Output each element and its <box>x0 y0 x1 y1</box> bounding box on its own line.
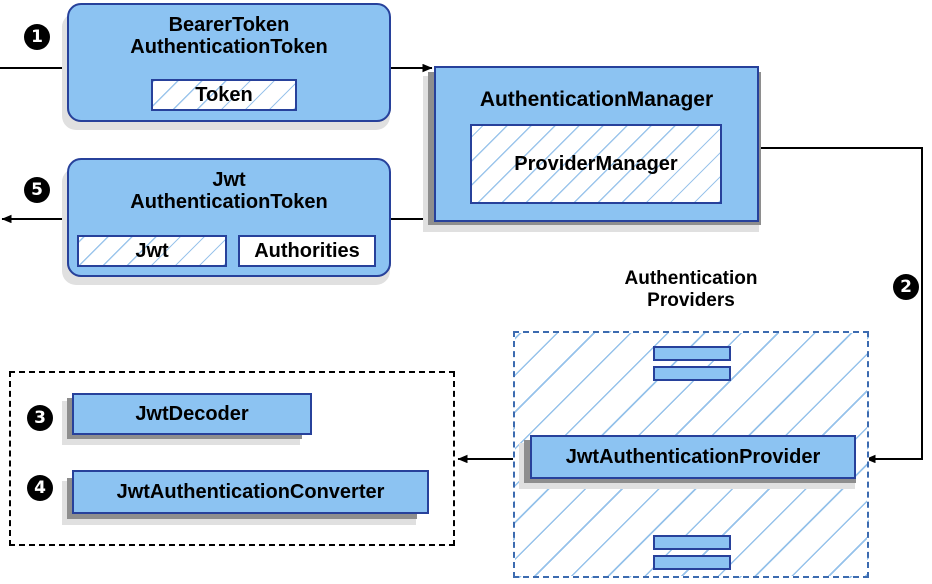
jwt-authentication-provider-node[interactable]: JwtAuthenticationProvider <box>530 435 856 479</box>
step-marker-2: 2 <box>893 274 919 300</box>
authentication-providers-caption: Authentication Providers <box>624 268 758 311</box>
provider-manager-subnode[interactable]: ProviderManager <box>470 124 722 204</box>
jwt-decoder-node[interactable]: JwtDecoder <box>72 393 312 435</box>
jwt-authentication-converter-node[interactable]: JwtAuthenticationConverter <box>72 470 429 514</box>
jwt-support-group <box>9 371 455 546</box>
provider-stub-top-2 <box>653 366 731 381</box>
token-subnode[interactable]: Token <box>151 79 297 111</box>
authorities-subnode[interactable]: Authorities <box>238 235 376 267</box>
step-marker-1: 1 <box>24 24 50 50</box>
provider-stub-bottom-2 <box>653 555 731 570</box>
provider-stub-top-1 <box>653 346 731 361</box>
jwt-subnode[interactable]: Jwt <box>77 235 227 267</box>
step-marker-5: 5 <box>24 177 50 203</box>
step-marker-4: 4 <box>27 475 53 501</box>
step-marker-3: 3 <box>27 405 53 431</box>
provider-stub-bottom-1 <box>653 535 731 550</box>
